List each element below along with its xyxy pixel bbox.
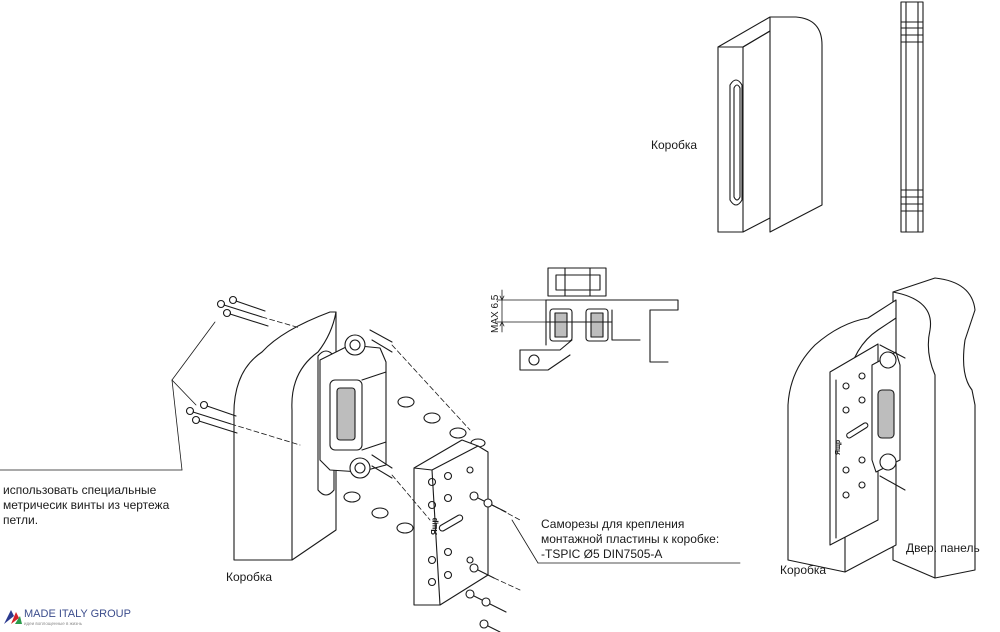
- self-tapping-screws: [465, 491, 507, 632]
- frame-left-label: Коробка: [226, 570, 273, 584]
- note-screws-line3: петли.: [3, 513, 39, 527]
- note-special-screws: использовать специальные метричесик винт…: [3, 483, 169, 528]
- assembled-view: [787, 277, 976, 579]
- door-panel-label: Двер. панель: [906, 541, 980, 555]
- assembly-lines: [230, 316, 521, 591]
- frame-profile-3d: [717, 16, 823, 233]
- note-self-tapping-screws: Саморезы для крепления монтажной пластин…: [541, 517, 719, 562]
- logo-tagline: идеи воплощенные в жизнь: [24, 621, 83, 626]
- long-screws: [185, 295, 269, 434]
- note-tapping-line2: монтажной пластины к коробке:: [541, 532, 720, 546]
- note-screws-line1: использовать специальные: [3, 483, 157, 497]
- logo-name: MADE ITALY GROUP: [24, 608, 131, 620]
- mounting-plate: [413, 439, 489, 606]
- hinge-section-detail: [496, 267, 679, 371]
- washers: [343, 396, 486, 534]
- plate-marking-right: Ящр: [835, 440, 842, 455]
- plate-marking-left: Ящр: [430, 518, 439, 536]
- frame-top-label: Коробка: [651, 138, 698, 152]
- exploded-assembly: [185, 295, 521, 632]
- frame-right-label: Коробка: [780, 563, 827, 577]
- dimension-label: MAX 6.5: [490, 294, 501, 333]
- note-screws-line2: метричесик винты из чертежа: [3, 498, 170, 512]
- frame-side-strip: [900, 1, 924, 233]
- logo-mark-icon: [4, 610, 22, 624]
- leader-lines: [0, 321, 741, 564]
- note-tapping-line1: Саморезы для крепления: [541, 517, 685, 531]
- note-tapping-line3: -TSPIC Ø5 DIN7505-A: [541, 547, 663, 561]
